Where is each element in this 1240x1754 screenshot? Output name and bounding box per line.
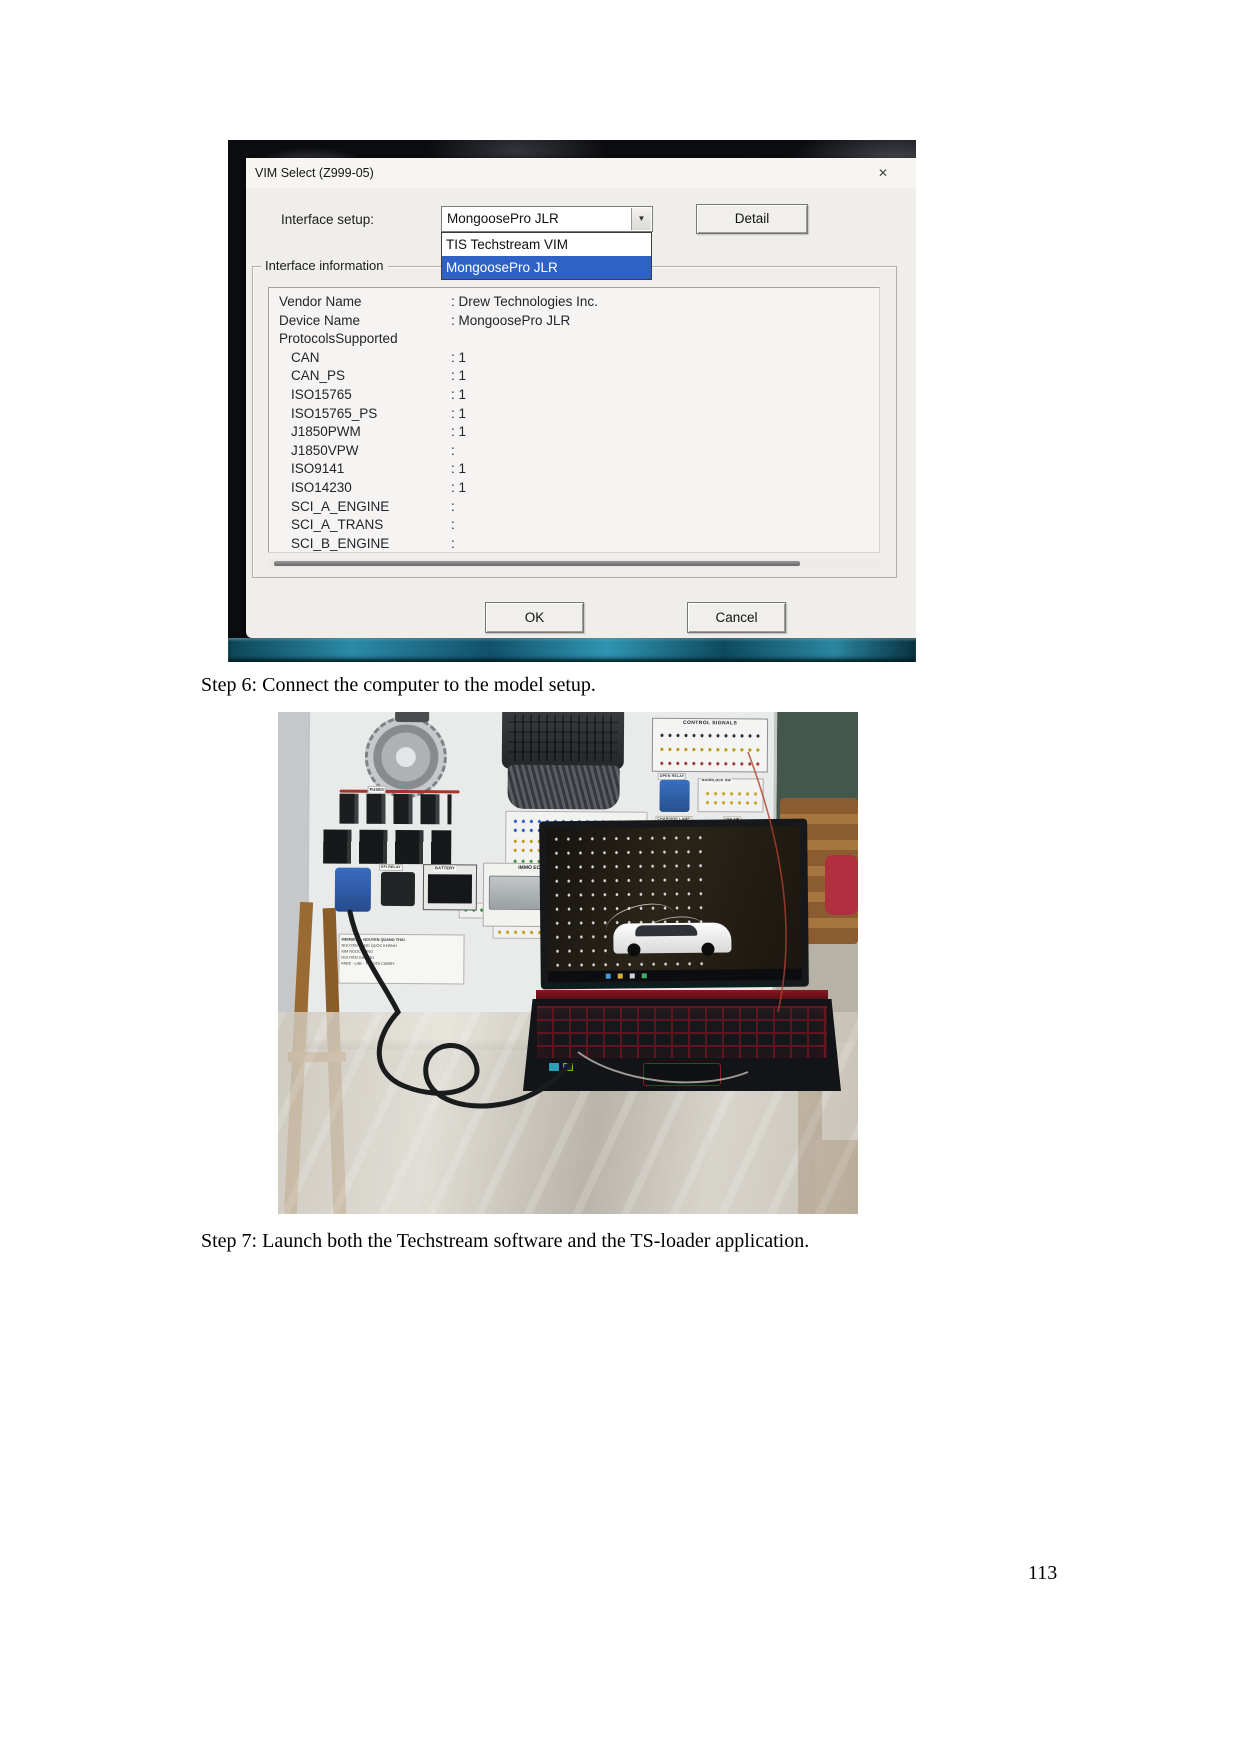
page-number: 113 — [1028, 1562, 1058, 1584]
laptop-keyboard — [523, 999, 841, 1091]
battery-label: BATTERY — [434, 865, 456, 872]
signal-jacks-row2 — [655, 742, 764, 756]
signal-jacks-row1 — [655, 728, 765, 742]
info-row: Device Name: MongoosePro JLR — [279, 312, 571, 328]
scrollbar-thumb[interactable] — [274, 561, 801, 566]
close-icon[interactable]: ✕ — [877, 166, 889, 180]
car-wallpaper — [613, 922, 732, 957]
dropdown-option-tis[interactable]: TIS Techstream VIM — [446, 237, 569, 252]
interface-info-list[interactable]: Vendor Name: Drew Technologies Inc. Devi… — [268, 287, 880, 553]
car-windows — [635, 924, 698, 937]
info-row: ISO14230: 1 — [291, 479, 467, 495]
dialog-title: VIM Select (Z999-05) — [255, 166, 374, 180]
detail-button[interactable]: Detail — [696, 204, 808, 234]
doorlock-label: DOORLOCK SW — [700, 778, 732, 784]
interface-information-groupbox: Interface information Vendor Name: Drew … — [252, 258, 897, 578]
interface-dropdown-list: TIS Techstream VIM MongoosePro JLR — [441, 232, 652, 280]
interface-setup-label: Interface setup: — [281, 212, 375, 227]
laptop-screen — [539, 818, 809, 990]
taskbar — [547, 968, 802, 983]
step7-caption: Step 7: Launch both the Techstream softw… — [201, 1230, 810, 1252]
wiring-harness — [507, 764, 620, 810]
intel-sticker — [549, 1063, 559, 1071]
desktop-teal-band — [228, 638, 916, 662]
info-row: ISO15765: 1 — [291, 386, 467, 402]
step6-caption: Step 6: Connect the computer to the mode… — [201, 674, 596, 696]
taskbar-icon — [617, 973, 623, 979]
taskbar-icon — [641, 973, 647, 979]
info-row: ProtocolsSupported — [279, 331, 398, 347]
credits-panel: MEMBERS: NGUYEN QUANG THAI NGUYEN DANG Q… — [338, 933, 465, 985]
signal-jacks-row3 — [655, 756, 764, 770]
info-row: SCI_B_ENGINE: — [291, 535, 455, 551]
vim-select-dialog: VIM Select (Z999-05) ✕ Interface setup: … — [246, 158, 916, 638]
info-row: CAN: 1 — [291, 349, 467, 365]
cancel-button[interactable]: Cancel — [687, 602, 786, 633]
start-icon — [605, 973, 611, 979]
ecu-pins — [507, 714, 619, 762]
setup-photo: CONTROL SIGNALS FUSES OPEN RELAY DOORLOC… — [278, 712, 858, 1214]
horizontal-scrollbar[interactable] — [268, 559, 880, 568]
control-signals-panel: CONTROL SIGNALS — [651, 717, 769, 773]
immo-ecu-box — [488, 875, 548, 911]
touchpad — [643, 1063, 721, 1086]
doorlock-jacks — [701, 787, 760, 810]
efi-relay — [380, 871, 416, 907]
battery-display — [427, 874, 473, 904]
info-row: J1850PWM: 1 — [291, 424, 467, 440]
fuses-label: FUSES — [367, 785, 386, 794]
info-row: ISO15765_PS: 1 — [291, 405, 467, 421]
doorlock-panel: DOORLOCK SW — [697, 778, 764, 813]
laptop-hinge — [536, 990, 828, 999]
dropdown-option-mongoosepro[interactable]: MongoosePro JLR — [442, 256, 651, 279]
car-wheel — [701, 942, 715, 956]
nvidia-sticker — [563, 1063, 573, 1071]
brick-tower — [728, 840, 775, 972]
interface-setup-combobox[interactable]: MongoosePro JLR ▼ — [441, 206, 653, 232]
info-row: ISO9141: 1 — [291, 461, 467, 477]
gear-motor-body — [395, 712, 430, 723]
info-row: CAN_PS: 1 — [291, 368, 467, 384]
info-row: SCI_A_TRANS: — [291, 517, 455, 533]
combobox-value: MongoosePro JLR — [447, 211, 559, 226]
credits-line: FAEE - LAB - TOYOTA CAMRY — [341, 961, 395, 967]
ecu-connector — [501, 712, 625, 770]
dialog-screenshot: VIM Select (Z999-05) ✕ Interface setup: … — [228, 140, 916, 662]
car-wheel — [627, 943, 641, 957]
open-relay-label: OPEN RELAY — [657, 772, 687, 781]
chevron-down-icon[interactable]: ▼ — [631, 208, 651, 230]
info-row: J1850VPW: — [291, 442, 455, 458]
fuse-box — [339, 793, 452, 825]
taskbar-icon — [629, 973, 635, 979]
dialog-titlebar: VIM Select (Z999-05) ✕ — [246, 158, 916, 188]
connector-row — [323, 829, 452, 865]
groupbox-label: Interface information — [261, 258, 388, 273]
info-row: Vendor Name: Drew Technologies Inc. — [279, 294, 598, 309]
efi-relay-label: EFI RELAY — [379, 863, 403, 872]
open-relay: OPEN RELAY — [657, 772, 690, 813]
keyboard-keys — [537, 1006, 827, 1058]
battery-meter: BATTERY — [422, 864, 478, 911]
ok-button[interactable]: OK — [485, 602, 584, 633]
control-signals-title: CONTROL SIGNALS — [682, 719, 738, 727]
red-bag — [825, 855, 858, 915]
info-row: SCI_A_ENGINE: — [291, 498, 455, 514]
